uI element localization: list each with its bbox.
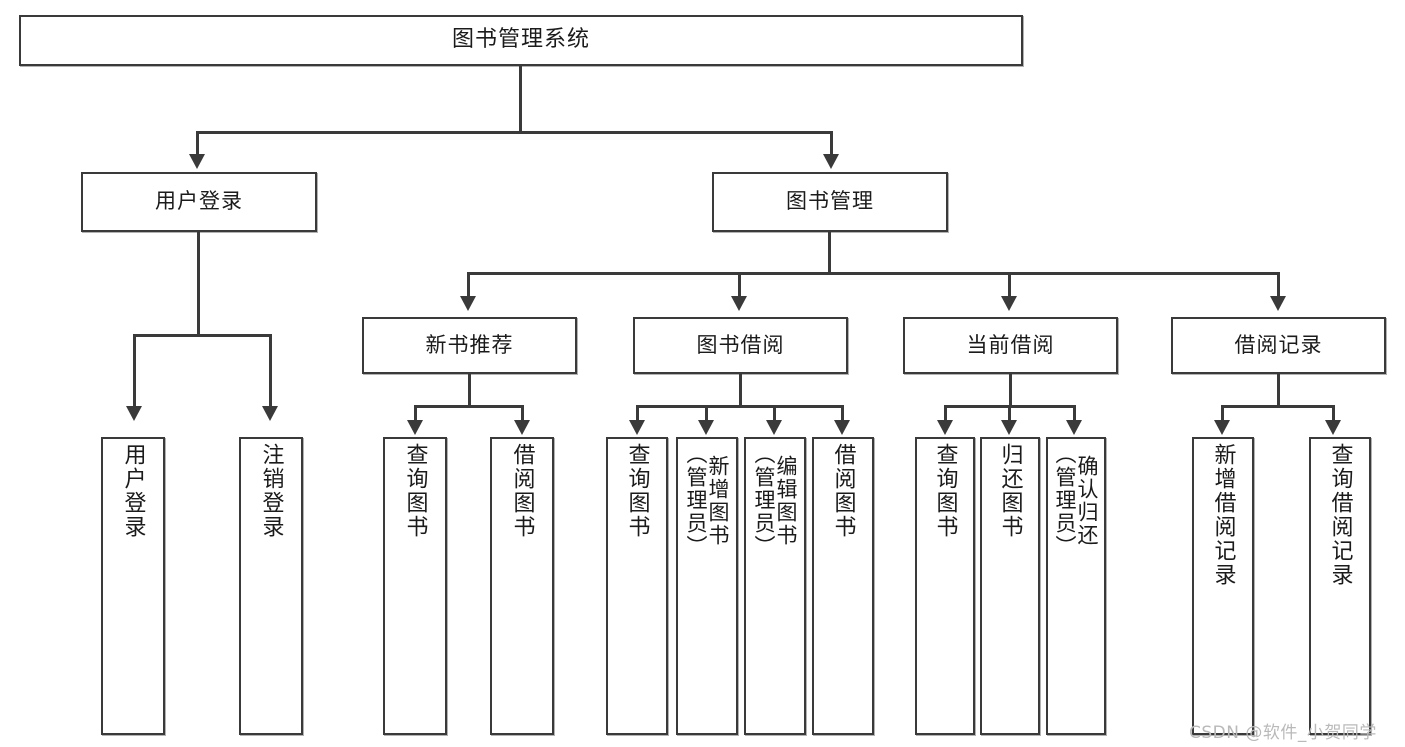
arrowhead-nbr-leaf-1: [407, 420, 423, 435]
node-label: 新书推荐: [425, 332, 514, 357]
arrowhead-cb-leaf-2: [1001, 420, 1017, 435]
node-root-book-management-system[interactable]: 图书管理系统: [19, 15, 1023, 66]
connector-nbr-child-1: [414, 405, 417, 423]
connector-to-book-borrow: [738, 272, 741, 298]
connector-root-to-book-management: [830, 131, 833, 156]
arrowhead-cb-leaf-1: [937, 420, 953, 435]
node-label: 图书借阅: [696, 332, 785, 357]
connector-bb-child-2: [705, 405, 708, 423]
leaf-borrow-book-recommend[interactable]: 借阅图书: [490, 437, 554, 735]
arrowhead-new-book-recommend: [460, 296, 476, 311]
connector-user-login-split-bar: [133, 334, 272, 337]
connector-bb-child-3: [773, 405, 776, 423]
connector-cb-child-3: [1073, 405, 1076, 423]
node-borrow-record[interactable]: 借阅记录: [1171, 317, 1386, 374]
leaf-confirm-return-admin[interactable]: 确认归还 （管理员）: [1046, 437, 1106, 735]
node-label: 查询图书: [932, 443, 958, 539]
connector-to-borrow-record: [1277, 272, 1280, 298]
arrowhead-borrow-record: [1270, 296, 1286, 311]
leaf-borrow-book[interactable]: 借阅图书: [812, 437, 874, 735]
node-book-borrow[interactable]: 图书借阅: [633, 317, 848, 374]
connector-user-login-child-2: [269, 334, 272, 408]
leaf-query-book[interactable]: 查询图书: [606, 437, 668, 735]
node-label: 注销登录: [258, 443, 284, 539]
node-label: 查询图书: [402, 443, 428, 539]
connector-book-management-split-bar: [467, 272, 1280, 275]
leaf-logout[interactable]: 注销登录: [239, 437, 303, 735]
connector-book-borrow-split-bar: [636, 405, 844, 408]
node-label: 用户登录: [155, 189, 243, 214]
connector-to-current-borrow: [1008, 272, 1011, 298]
leaf-return-book[interactable]: 归还图书: [980, 437, 1040, 735]
connector-user-login-trunk: [197, 232, 200, 336]
arrowhead-br-leaf-2: [1325, 420, 1341, 435]
node-label: 当前借阅: [966, 332, 1055, 357]
connector-new-book-recommend-trunk: [468, 374, 471, 407]
connector-user-login-child-1: [133, 334, 136, 408]
leaf-query-borrow-record[interactable]: 查询借阅记录: [1309, 437, 1371, 735]
connector-book-borrow-trunk: [739, 374, 742, 407]
leaf-user-login[interactable]: 用户登录: [101, 437, 165, 735]
connector-br-child-2: [1332, 405, 1335, 423]
connector-root-to-user-login: [196, 131, 199, 156]
node-label: 借阅图书: [509, 443, 535, 539]
arrowhead-bb-leaf-4: [834, 420, 850, 435]
node-label: 新增图书 （管理员）: [684, 443, 731, 558]
arrowhead-book-borrow: [731, 296, 747, 311]
arrowhead-leaf-logout: [262, 406, 278, 421]
arrowhead-nbr-leaf-2: [514, 420, 530, 435]
node-label: 查询图书: [624, 443, 650, 539]
leaf-add-book-admin[interactable]: 新增图书 （管理员）: [676, 437, 738, 735]
leaf-add-borrow-record[interactable]: 新增借阅记录: [1192, 437, 1254, 735]
arrowhead-cb-leaf-3: [1066, 420, 1082, 435]
node-label: 新增借阅记录: [1210, 443, 1236, 587]
node-label: 借阅记录: [1234, 332, 1323, 357]
leaf-edit-book-admin[interactable]: 编辑图书 （管理员）: [744, 437, 806, 735]
node-label: 借阅图书: [830, 443, 856, 539]
connector-bb-child-4: [841, 405, 844, 423]
connector-bb-child-1: [636, 405, 639, 423]
node-book-management[interactable]: 图书管理: [712, 172, 948, 232]
node-current-borrow[interactable]: 当前借阅: [903, 317, 1118, 374]
connector-borrow-record-split-bar: [1221, 405, 1335, 408]
arrowhead-bb-leaf-2: [698, 420, 714, 435]
watermark: CSDN @软件_小贺同学: [1189, 723, 1377, 743]
connector-book-management-trunk: [828, 232, 831, 274]
connector-borrow-record-trunk: [1277, 374, 1280, 407]
connector-cb-child-2: [1008, 405, 1011, 423]
connector-cb-child-1: [944, 405, 947, 423]
arrowhead-book-management: [823, 154, 839, 169]
connector-to-new-book-recommend: [467, 272, 470, 298]
node-label: 确认归还 （管理员）: [1053, 443, 1100, 558]
connector-current-borrow-trunk: [1009, 374, 1012, 407]
node-label: 用户登录: [120, 443, 146, 539]
node-user-login[interactable]: 用户登录: [81, 172, 317, 232]
arrowhead-bb-leaf-3: [766, 420, 782, 435]
arrowhead-user-login: [189, 154, 205, 169]
connector-nbr-child-2: [521, 405, 524, 423]
arrowhead-current-borrow: [1001, 296, 1017, 311]
node-label: 图书管理: [786, 189, 874, 214]
connector-root-trunk: [519, 66, 522, 133]
node-label: 归还图书: [997, 443, 1023, 539]
arrowhead-leaf-user-login: [126, 406, 142, 421]
node-new-book-recommend[interactable]: 新书推荐: [362, 317, 577, 374]
node-label: 查询借阅记录: [1327, 443, 1353, 587]
arrowhead-bb-leaf-1: [629, 420, 645, 435]
arrowhead-br-leaf-1: [1214, 420, 1230, 435]
connector-br-child-1: [1221, 405, 1224, 423]
node-label: 编辑图书 （管理员）: [752, 443, 799, 558]
connector-new-book-recommend-split-bar: [414, 405, 524, 408]
node-label: 图书管理系统: [451, 27, 590, 53]
leaf-query-book-current[interactable]: 查询图书: [915, 437, 975, 735]
connector-root-split-bar: [196, 131, 833, 134]
leaf-query-book-recommend[interactable]: 查询图书: [383, 437, 447, 735]
